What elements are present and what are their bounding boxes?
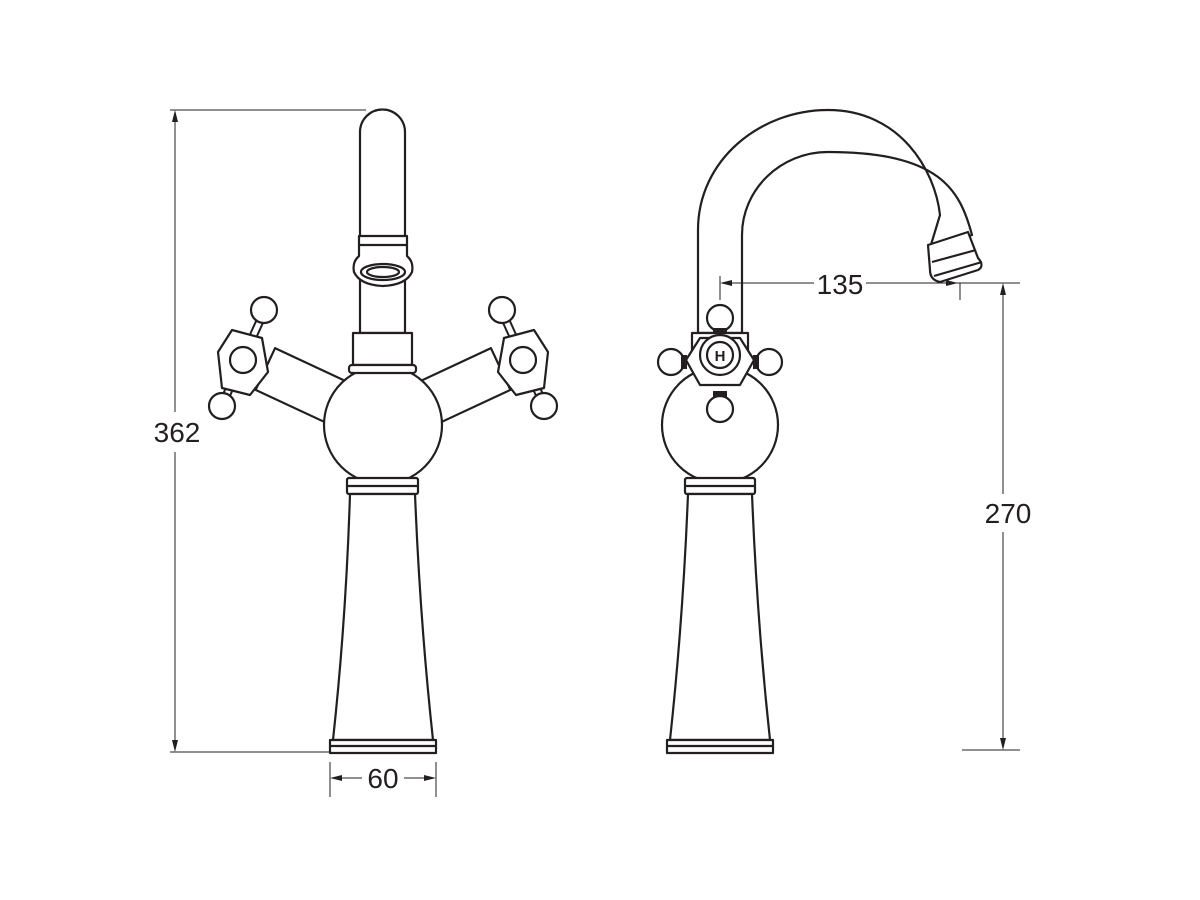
side-pillar: [668, 492, 772, 742]
hot-marking: H: [715, 348, 726, 365]
dimension-spout-height: 270: [962, 283, 1032, 751]
dimension-spout-reach: 135: [719, 269, 1020, 300]
svg-text:135: 135: [817, 269, 864, 300]
front-view-faucet: [207, 108, 559, 755]
dimension-total-height: 362: [154, 109, 366, 753]
svg-text:362: 362: [154, 417, 201, 448]
side-hot-cross-handle: H: [656, 303, 784, 424]
svg-text:270: 270: [985, 498, 1032, 529]
front-left-cross-handle: [207, 295, 279, 421]
front-pillar: [331, 492, 435, 742]
dimension-base-width: 60: [329, 762, 437, 797]
front-neck-box: [351, 331, 414, 367]
side-view-faucet: H: [656, 108, 983, 755]
svg-text:60: 60: [367, 763, 398, 794]
front-right-cross-handle: [487, 295, 559, 421]
front-body-ball: [322, 364, 444, 486]
side-spout-nozzle: [926, 230, 983, 284]
front-spout-tube: [358, 108, 407, 335]
